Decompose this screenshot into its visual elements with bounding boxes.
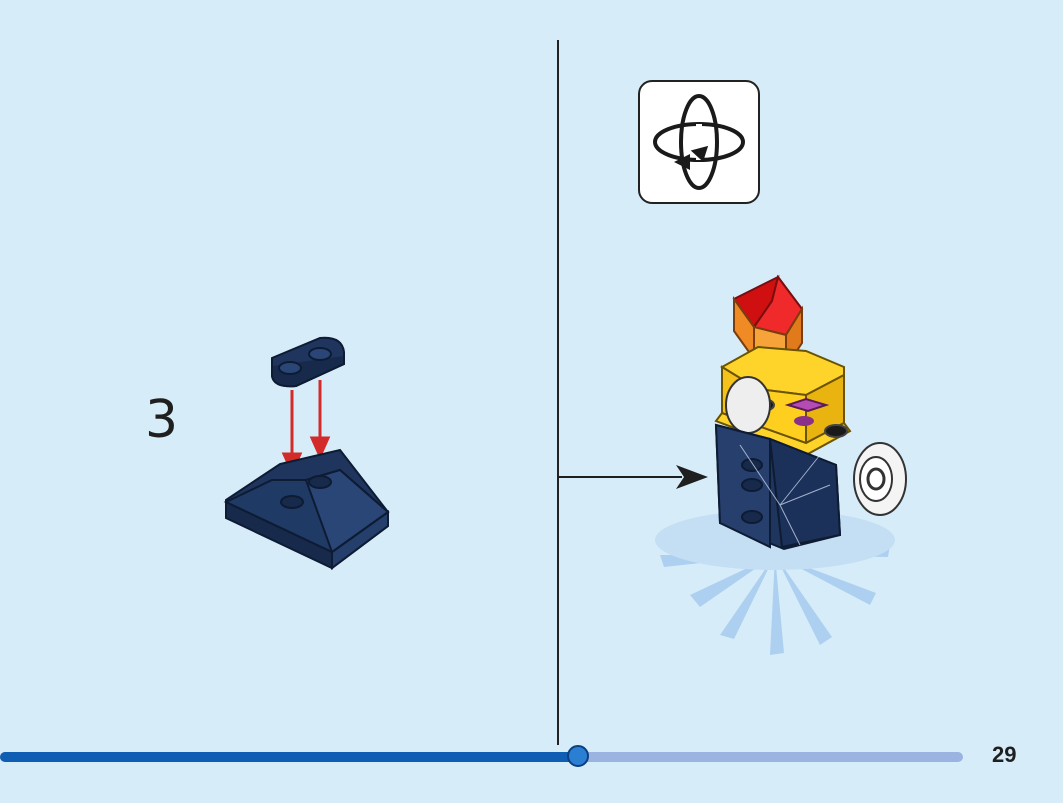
completed-model-illustration (655, 274, 907, 655)
step-number: 3 (145, 390, 179, 450)
red-roof-tile (732, 274, 804, 337)
step-divider-line (557, 40, 559, 745)
arrow-right-icon (558, 465, 708, 489)
page-number: 29 (992, 742, 1017, 767)
slope-brick-part (223, 448, 390, 570)
white-wheel-right (853, 442, 907, 516)
white-wheel-left (725, 376, 771, 434)
progress-fill (0, 752, 578, 762)
rotate-model-icon (638, 80, 760, 204)
plate-1x2-part (271, 336, 345, 388)
progress-indicator (567, 745, 589, 767)
step-3-parts-illustration (223, 336, 390, 570)
